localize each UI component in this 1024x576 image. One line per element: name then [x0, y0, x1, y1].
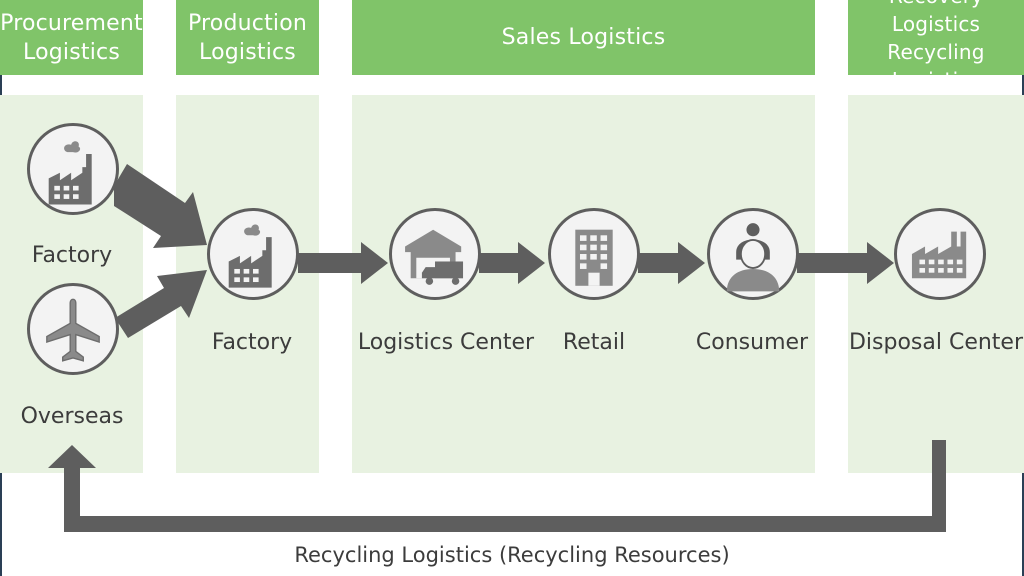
warehouse-truck-icon [405, 229, 464, 285]
arrow-overseas-to-factory [115, 270, 207, 338]
node-disposal-center [894, 208, 986, 300]
arrow-logistics-to-retail [479, 242, 545, 284]
label-logistics-center: Logistics Center [357, 330, 535, 355]
label-factory: Factory [211, 330, 293, 355]
factory-icon [228, 224, 272, 288]
label-retail: Retail [562, 330, 626, 355]
node-logistics-center [389, 208, 481, 300]
node-retail [548, 208, 640, 300]
node-factory-source [27, 123, 119, 215]
label-consumer: Consumer [695, 330, 809, 355]
arrow-recycling-return [48, 440, 946, 532]
factory-icon [911, 231, 967, 279]
person-icon [726, 223, 780, 292]
header-sales: Sales Logistics [352, 0, 815, 75]
arrow-consumer-to-disposal [797, 242, 894, 284]
label-disposal-center: Disposal Center [848, 330, 1024, 355]
arrow-factory-to-factory [114, 164, 207, 248]
factory-icon [48, 141, 92, 205]
node-factory [207, 208, 299, 300]
node-overseas [27, 283, 119, 375]
airplane-icon [46, 298, 100, 362]
arrow-retail-to-consumer [638, 242, 705, 284]
node-consumer [707, 208, 799, 300]
label-overseas: Overseas [20, 404, 124, 429]
footer-caption: Recycling Logistics (Recycling Resources… [294, 543, 730, 567]
label-factory-source: Factory [31, 243, 113, 268]
building-icon [575, 229, 613, 286]
arrow-factory-to-logistics [298, 242, 388, 284]
